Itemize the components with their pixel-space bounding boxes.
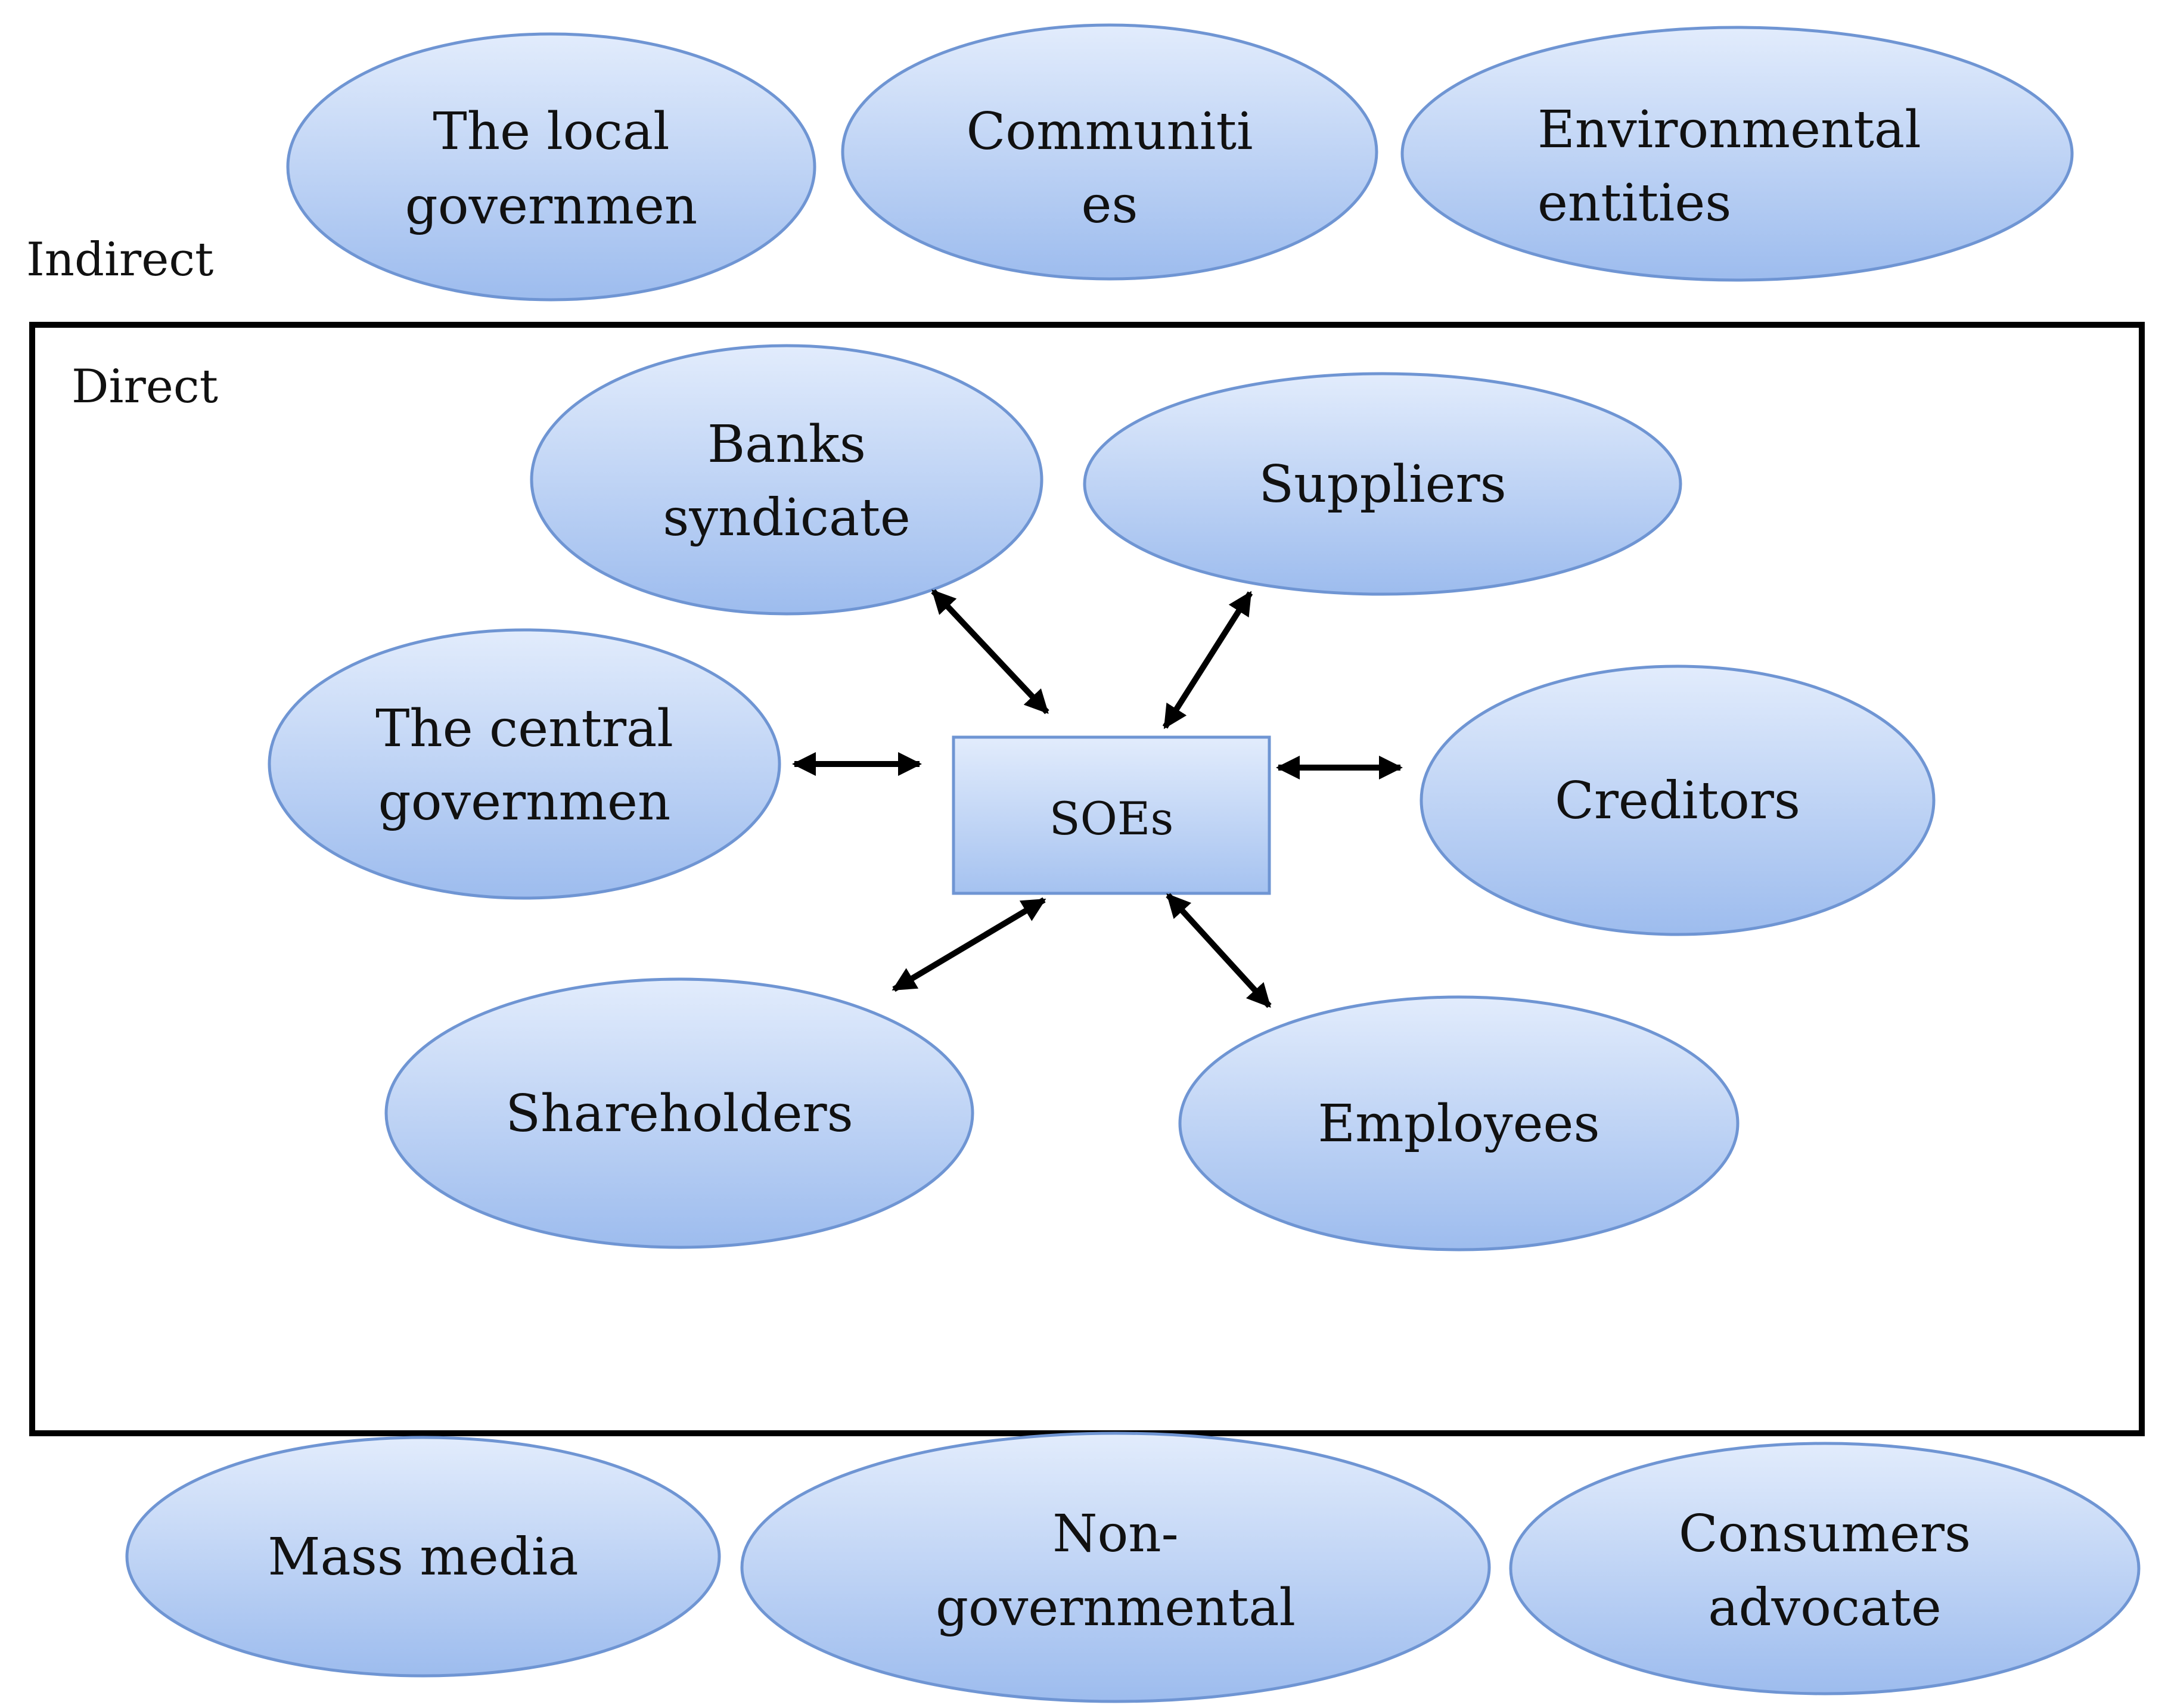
svg-text:advocate: advocate [1708, 1578, 1942, 1638]
node-soes: SOEs [952, 735, 1271, 895]
svg-text:The local: The local [433, 102, 669, 162]
node-creditors: Creditors [1420, 664, 1936, 936]
arrows [792, 589, 1403, 1008]
svg-text:governmen: governmen [405, 176, 698, 236]
node-consumers-advocate: Consumers advocate [1509, 1442, 2141, 1695]
arrow-soes-employees [1166, 893, 1272, 1008]
indirect-label: Indirect [26, 233, 213, 287]
svg-text:Suppliers: Suppliers [1259, 455, 1507, 514]
node-communities: Communiti es [841, 23, 1378, 281]
svg-text:Banks: Banks [707, 415, 866, 474]
svg-text:Consumers: Consumers [1679, 1504, 1971, 1564]
svg-text:Employees: Employees [1318, 1094, 1599, 1154]
node-central-government: The central governmen [268, 628, 781, 900]
direct-label: Direct [72, 360, 218, 414]
svg-text:Creditors: Creditors [1555, 771, 1800, 831]
arrow-soes-banks [931, 589, 1049, 715]
svg-text:syndicate: syndicate [663, 488, 911, 548]
node-employees: Employees [1178, 995, 1740, 1252]
node-shareholders: Shareholders [384, 977, 974, 1249]
arrow-soes-suppliers [1162, 591, 1253, 729]
node-mass-media: Mass media [125, 1436, 721, 1678]
node-suppliers: Suppliers [1083, 372, 1682, 596]
svg-text:governmental: governmental [936, 1578, 1296, 1638]
svg-text:Communiti: Communiti [966, 102, 1253, 162]
node-local-government: The local governmen [286, 32, 816, 302]
svg-text:Mass media: Mass media [268, 1527, 578, 1587]
svg-text:SOEs: SOEs [1049, 792, 1174, 845]
svg-text:es: es [1081, 175, 1138, 235]
svg-text:Non-: Non- [1052, 1504, 1178, 1564]
node-non-governmental: Non- governmental [740, 1431, 1491, 1703]
svg-text:Shareholders: Shareholders [505, 1084, 853, 1144]
svg-text:governmen: governmen [378, 772, 671, 832]
svg-text:entities: entities [1538, 173, 1731, 233]
node-environmental-entities: Environmental entities [1400, 26, 2074, 282]
node-banks-syndicate: Banks syndicate [530, 344, 1043, 616]
svg-text:The central: The central [375, 699, 673, 759]
svg-text:Environmental: Environmental [1538, 100, 1921, 160]
arrow-soes-shareholders [892, 897, 1046, 992]
